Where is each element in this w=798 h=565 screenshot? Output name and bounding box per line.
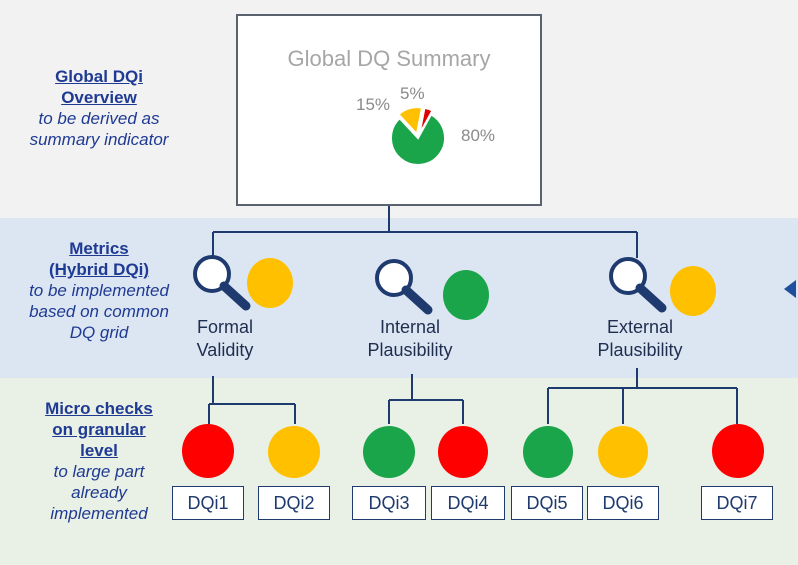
dqi-box: DQi1 (172, 486, 244, 520)
metric-label: External Plausibility (597, 317, 683, 360)
micro-checks-subtext: to large part already implemented (50, 462, 148, 523)
dqi-box: DQi2 (258, 486, 330, 520)
dqi-box: DQi5 (511, 486, 583, 520)
summary-title: Global DQ Summary (287, 46, 491, 71)
pie-label-yellow: 15% (356, 95, 391, 114)
summary-pie-chart (390, 108, 446, 166)
metric-status-indicator (247, 258, 293, 308)
overview-heading: Global DQi Overview (55, 67, 143, 107)
dqi-box: DQi4 (431, 486, 505, 520)
pie-label-red: 5% (400, 84, 425, 103)
magnifier-icon (375, 259, 433, 315)
dqi-status-indicator (712, 424, 764, 478)
dqi-status-indicator (598, 426, 648, 478)
dqi-box: DQi3 (352, 486, 426, 520)
metrics-band (0, 218, 798, 378)
metric-status-indicator (670, 266, 716, 316)
dqi-status-indicator (268, 426, 320, 478)
dqi-status-indicator (363, 426, 415, 478)
dqi-box: DQi6 (587, 486, 659, 520)
metrics-subtext: to be implemented based on common DQ gri… (29, 281, 169, 342)
dqi-status-indicator (523, 426, 573, 478)
overview-subtext: to be derived as summary indicator (29, 109, 169, 149)
dqi-status-indicator (182, 424, 234, 478)
pie-slice-green (390, 113, 446, 166)
dqi-status-indicator (438, 426, 488, 478)
pie-label-green: 80% (461, 126, 496, 145)
micro-checks-label: Micro checks on granular level to large … (0, 398, 198, 524)
metric-status-indicator (443, 270, 489, 320)
collapse-arrow-icon[interactable] (784, 280, 796, 298)
micro-checks-heading: Micro checks on granular level (45, 399, 153, 460)
metrics-label: Metrics (Hybrid DQi) to be implemented b… (0, 238, 198, 343)
magnifier-icon (193, 255, 251, 311)
global-summary-box: Global DQ Summary (236, 14, 542, 206)
metric-label: Internal Plausibility (367, 317, 453, 360)
pie-slice-yellow (397, 108, 424, 137)
overview-label: Global DQi Overview to be derived as sum… (0, 66, 198, 150)
metric-label: Formal Validity (196, 317, 254, 360)
pie-slice-red (418, 108, 434, 135)
magnifier-icon (609, 257, 667, 313)
dqi-box: DQi7 (701, 486, 773, 520)
metrics-heading: Metrics (Hybrid DQi) (48, 239, 150, 279)
